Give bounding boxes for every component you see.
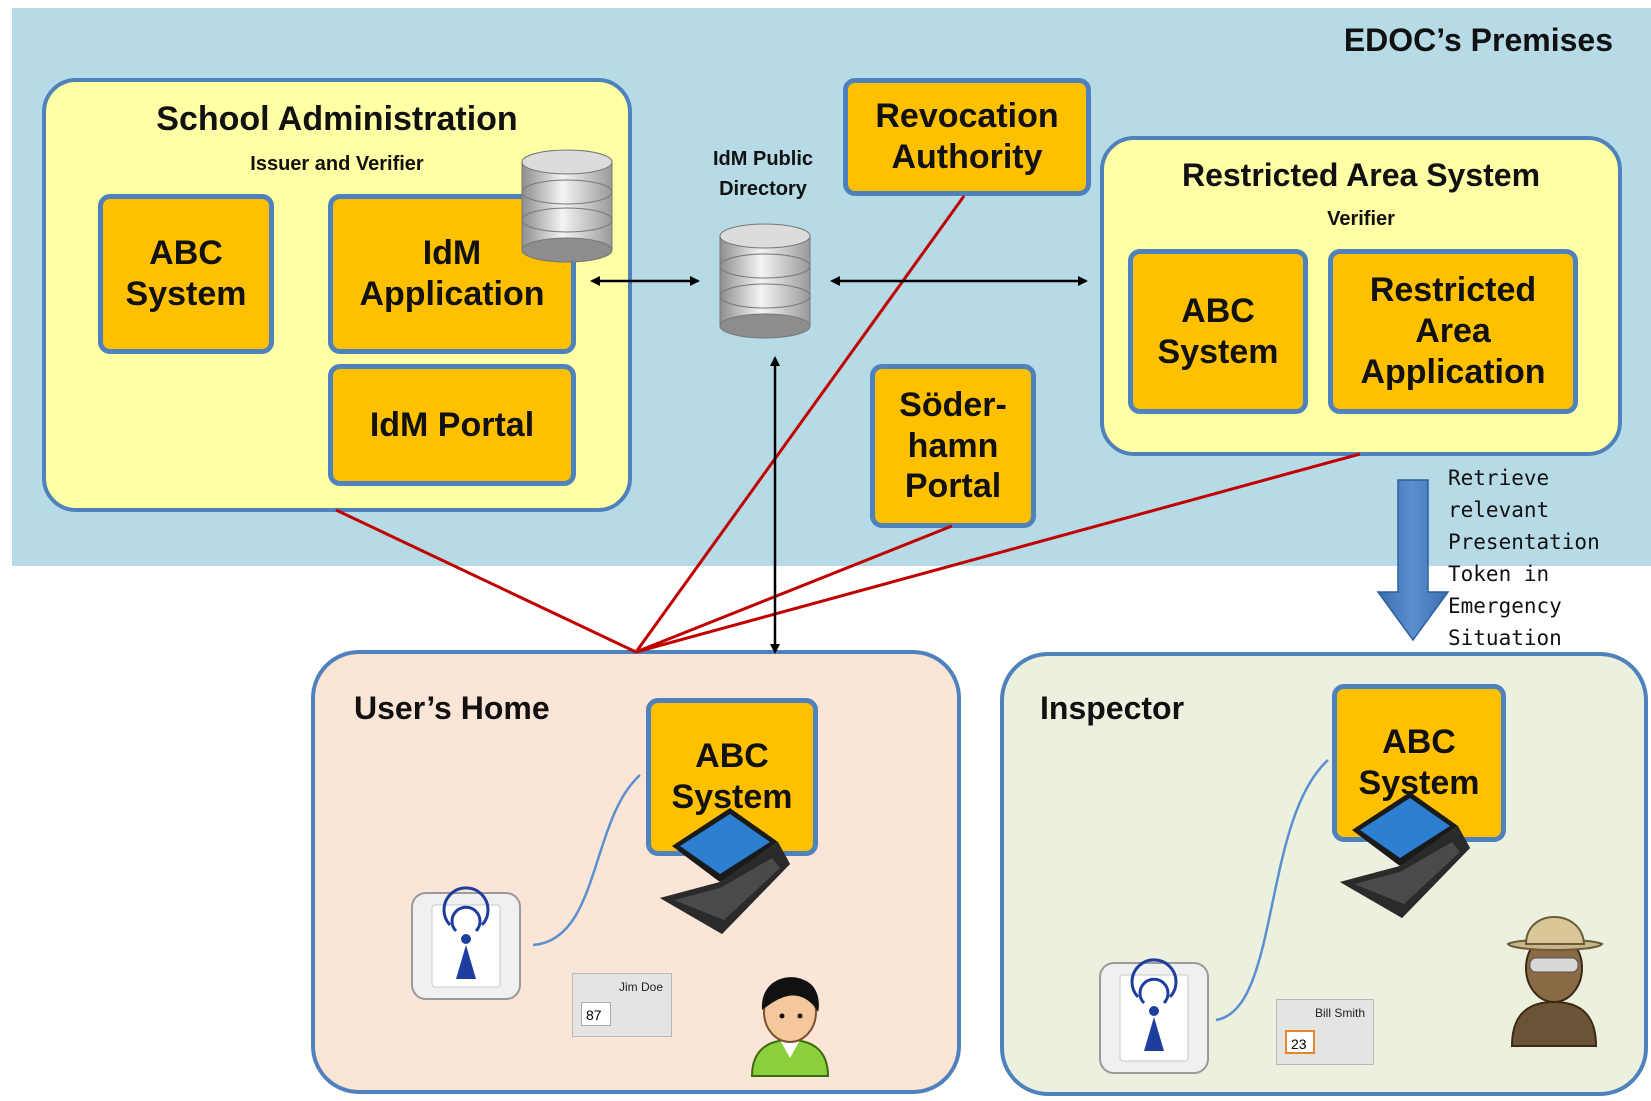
home-laptop-overlay — [660, 808, 790, 934]
idm-public-directory-label: IdM Public Directory — [713, 148, 813, 200]
restricted-area-subtitle: Verifier — [1327, 208, 1395, 230]
inspector-laptop-overlay — [1340, 792, 1470, 918]
id-card-icon: Jim Doe 87 — [572, 973, 672, 1037]
idm-portal[interactable]: IdM Portal — [328, 364, 576, 486]
users-home-title: User’s Home — [354, 690, 550, 726]
restricted-area-title: Restricted Area System — [1181, 157, 1541, 193]
inspector-reader-cable — [1215, 759, 1329, 1022]
trust-line-restricted — [635, 452, 1361, 654]
soderhamn-portal[interactable]: Söder- hamn Portal — [870, 364, 1036, 528]
premises-title: EDOC’s Premises — [1343, 22, 1613, 58]
school-database-overlay — [522, 150, 613, 263]
school-abc-system[interactable]: ABC System — [98, 194, 274, 354]
idm-public-directory-database-icon[interactable] — [719, 223, 811, 339]
trust-line-school — [335, 508, 637, 654]
retrieve-token-note: Retrieve relevant Presentation Token in … — [1448, 466, 1600, 650]
trust-line-soderhamn — [635, 524, 953, 654]
inspector-abc-system[interactable]: ABC System — [1332, 684, 1506, 842]
inspector-nfc-reader-icon — [1099, 958, 1209, 1074]
restricted-abc-system[interactable]: ABC System — [1128, 249, 1308, 414]
down-arrow-icon — [1376, 479, 1450, 642]
school-administration-subtitle: Issuer and Verifier — [250, 153, 424, 175]
trust-line-revocation — [634, 195, 966, 653]
user-avatar-icon — [750, 977, 830, 1077]
revocation-authority[interactable]: Revocation Authority — [843, 78, 1091, 196]
inspector-title: Inspector — [1040, 690, 1185, 726]
inspector-avatar-icon — [1506, 916, 1604, 1047]
inspector-card-number: 23 — [1285, 1030, 1315, 1054]
restricted-area-application[interactable]: Restricted Area Application — [1328, 249, 1578, 414]
nfc-reader-icon — [411, 886, 521, 1000]
id-card-holder-name: Jim Doe — [618, 980, 663, 994]
id-card-number: 87 — [581, 1002, 611, 1026]
inspector-id-card-icon: Bill Smith 23 — [1276, 999, 1374, 1065]
inspector-card-holder-name: Bill Smith — [1314, 1006, 1365, 1020]
home-reader-cable — [532, 774, 641, 947]
trust-lines — [335, 195, 1361, 654]
school-administration-title: School Administration — [156, 100, 518, 138]
